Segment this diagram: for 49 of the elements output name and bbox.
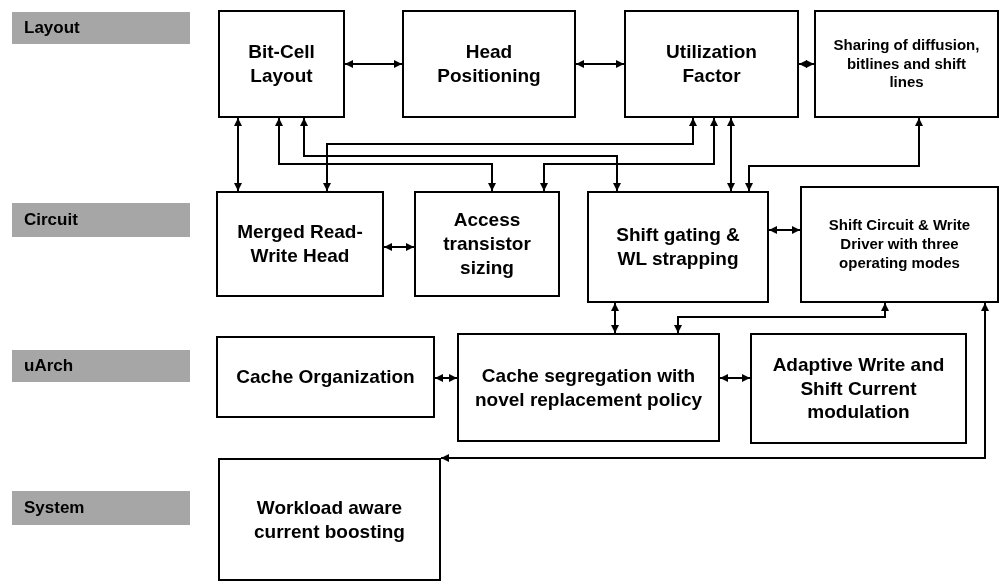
box-label: Cache segregation with novel replacement policy	[474, 363, 703, 412]
connector-arrow	[673, 302, 890, 334]
level-band	[12, 350, 190, 382]
box-label: Bit-Cell Layout	[247, 40, 316, 88]
connector-arrow	[719, 373, 751, 383]
box-label: Shift gating & WL strapping	[615, 223, 741, 271]
connector-arrow	[322, 117, 698, 192]
connector-arrow	[274, 117, 497, 192]
box-label: Head Positioning	[436, 40, 542, 88]
process-box	[402, 10, 576, 118]
level-band	[12, 203, 190, 237]
process-box	[216, 191, 384, 297]
connector-arrow	[344, 59, 403, 69]
level-label: System	[24, 498, 85, 518]
process-box	[218, 10, 345, 118]
box-label: Adaptive Write and Shift Current modulation	[771, 352, 946, 425]
process-box	[414, 191, 560, 297]
box-label: Access transistor sizing	[442, 208, 532, 280]
level-band	[12, 12, 190, 44]
box-label: Merged Read-Write Head	[236, 220, 364, 268]
connector-arrow	[299, 117, 622, 192]
level-label: Layout	[24, 18, 80, 38]
connector-arrow	[233, 117, 243, 192]
connector-arrow	[383, 242, 415, 252]
process-box	[587, 191, 769, 303]
process-box	[457, 333, 720, 442]
process-box	[624, 10, 799, 118]
process-box	[218, 458, 441, 581]
level-label: Circuit	[24, 210, 78, 230]
box-label: Cache Organization	[236, 365, 415, 389]
box-label: Sharing of diffusion, bitlines and shift lines	[832, 35, 981, 93]
box-label: Utilization Factor	[665, 40, 758, 88]
connector-arrow	[440, 302, 990, 463]
connector-arrow	[434, 373, 458, 383]
process-box	[216, 336, 435, 418]
connector-arrow	[539, 117, 719, 192]
box-label: Shift Circuit & Write Driver with three operating modes	[827, 216, 972, 273]
connector-arrow	[744, 117, 924, 192]
level-band	[12, 491, 190, 525]
box-label: Workload aware current boosting	[253, 495, 406, 544]
process-box	[800, 186, 999, 303]
connector-arrow	[726, 117, 736, 192]
level-label: uArch	[24, 356, 74, 376]
connector-arrow	[768, 225, 801, 235]
connector-arrow	[798, 59, 815, 69]
connector-arrow	[610, 302, 620, 334]
process-box	[750, 333, 967, 444]
connector-arrow	[575, 59, 625, 69]
process-box	[814, 10, 999, 118]
